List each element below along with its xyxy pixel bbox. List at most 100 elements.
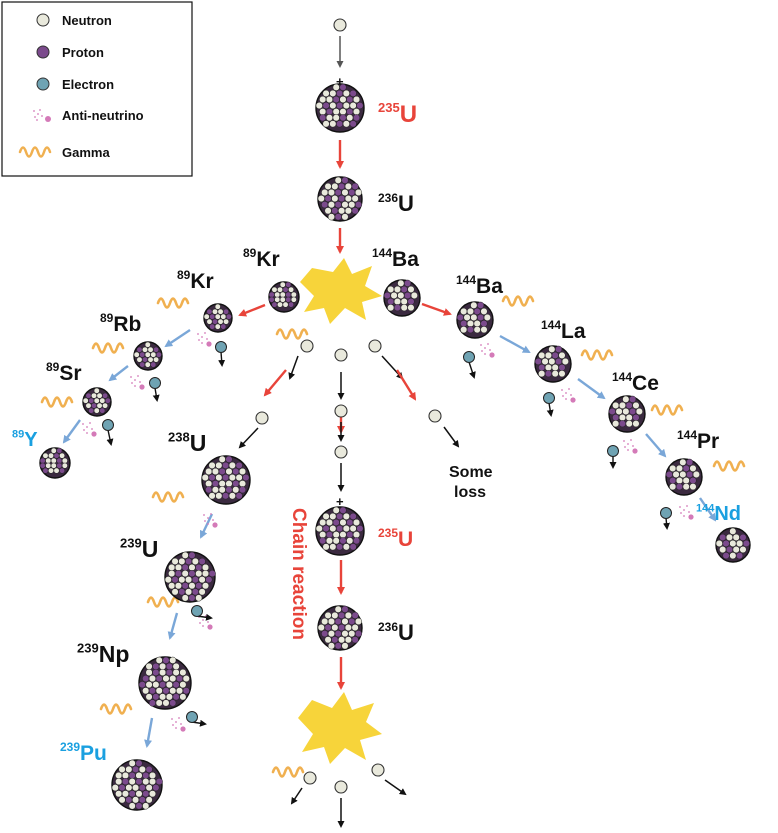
free-neutron — [334, 348, 348, 362]
plus-sign-mid: + — [336, 494, 344, 509]
free-neutron — [334, 780, 348, 794]
anti-neutrino-icon — [679, 505, 694, 520]
electron — [191, 605, 213, 621]
element-symbol: Kr — [256, 248, 279, 271]
nucleus-y89 — [39, 447, 71, 479]
free-neutron — [334, 445, 348, 459]
gamma-wave-icon — [501, 295, 535, 307]
electron — [149, 377, 161, 402]
element-symbol: Ce — [632, 372, 659, 395]
gamma-wave-icon — [580, 349, 614, 361]
nucleus-ba144-a — [383, 279, 421, 317]
arrow — [288, 355, 299, 380]
nucleus-u235-top — [315, 83, 365, 133]
element-symbol: Nd — [714, 503, 741, 525]
legend-label-gamma: Gamma — [62, 145, 110, 160]
plus-sign-top: + — [336, 74, 344, 89]
element-symbol: Pr — [697, 430, 719, 453]
gamma-wave-icon — [151, 491, 185, 503]
isotope-label-y89: 89Y — [12, 429, 38, 451]
nucleus-u238 — [201, 455, 251, 505]
mass-number: 89 — [12, 429, 24, 441]
legend-label-neutron: Neutron — [62, 13, 112, 28]
element-symbol: U — [398, 191, 414, 216]
anti-neutrino-icon — [561, 388, 576, 403]
chain-reaction-label: Chain reaction — [288, 508, 309, 640]
gamma-wave-icon — [712, 460, 746, 472]
fission-burst-top — [300, 258, 382, 324]
isotope-label-nd144: 144Nd — [696, 503, 741, 525]
electron — [186, 711, 207, 727]
nucleus-la144 — [534, 345, 572, 383]
anti-neutrino-icon — [480, 343, 495, 358]
free-neutron — [428, 409, 442, 423]
mass-number: 239 — [60, 740, 80, 754]
mass-number: 236 — [378, 620, 398, 634]
electron — [102, 419, 114, 446]
arrow — [290, 787, 303, 805]
element-symbol: Ba — [392, 248, 419, 271]
nucleus-kr89-a — [268, 281, 300, 313]
arrow — [238, 303, 266, 317]
arrow — [167, 612, 179, 640]
electron — [607, 445, 619, 469]
nucleus-ba144-b — [456, 301, 494, 339]
nuclei-layer — [39, 83, 751, 811]
free-neutron — [303, 771, 317, 785]
nucleus-u239 — [164, 551, 216, 603]
isotope-label-sr89: 89Sr — [46, 360, 82, 385]
legend-label-anti-neutrino: Anti-neutrino — [62, 108, 144, 123]
arrow — [144, 717, 154, 748]
mass-number: 236 — [378, 191, 398, 205]
legend-label-proton: Proton — [62, 45, 104, 60]
electron-icon — [36, 77, 50, 91]
free-neutron — [333, 18, 347, 32]
neutron-icon — [36, 13, 50, 27]
arrow — [199, 513, 214, 539]
gamma-wave-icon — [156, 297, 190, 309]
element-symbol: Pu — [80, 742, 107, 765]
free-neutron — [334, 404, 348, 418]
mass-number: 89 — [46, 360, 60, 374]
free-neutron — [300, 339, 314, 353]
isotope-label-u236-top: 236U — [378, 191, 414, 216]
isotope-label-rb89: 89Rb — [100, 311, 141, 336]
anti-neutrino-icon — [82, 422, 97, 437]
mass-number: 239 — [77, 640, 99, 655]
element-symbol: U — [190, 430, 207, 456]
anti-neutrino-icon — [623, 439, 638, 454]
arrow — [108, 365, 129, 382]
isotope-label-u238: 238U — [168, 429, 206, 456]
arrow — [62, 419, 81, 444]
gamma-wave-icon — [146, 596, 180, 608]
mass-number: 89 — [100, 311, 114, 325]
gamma-waves-layer — [40, 295, 746, 778]
isotope-label-u235-mid: 235U — [378, 526, 413, 551]
element-symbol: U — [398, 620, 414, 645]
arrow — [238, 427, 259, 449]
gamma-wave-icon — [271, 766, 305, 778]
arrow — [699, 497, 717, 522]
element-symbol: U — [142, 536, 159, 562]
mass-number: 144 — [456, 273, 476, 287]
anti-neutrino-icon — [130, 375, 145, 390]
arrow — [443, 426, 460, 448]
nucleus-kr89-b — [203, 303, 233, 333]
element-symbol: Np — [99, 641, 130, 667]
mass-number: 235 — [378, 100, 400, 115]
nucleus-rb89 — [133, 341, 163, 371]
mass-number: 144 — [372, 246, 392, 260]
mass-number: 89 — [177, 268, 191, 282]
isotope-label-kr89-a: 89Kr — [243, 246, 280, 271]
element-symbol: Rb — [113, 313, 141, 336]
element-symbol: Sr — [59, 362, 81, 385]
electron — [543, 392, 555, 417]
gamma-wave-icon — [91, 342, 125, 354]
mass-number: 89 — [243, 246, 257, 260]
nucleus-u236-top — [317, 176, 363, 222]
isotope-label-ba144-a: 144Ba — [372, 246, 419, 271]
element-symbol: Kr — [190, 270, 213, 293]
proton-icon — [36, 45, 50, 59]
element-symbol: Ba — [476, 275, 503, 298]
arrow — [577, 378, 606, 400]
